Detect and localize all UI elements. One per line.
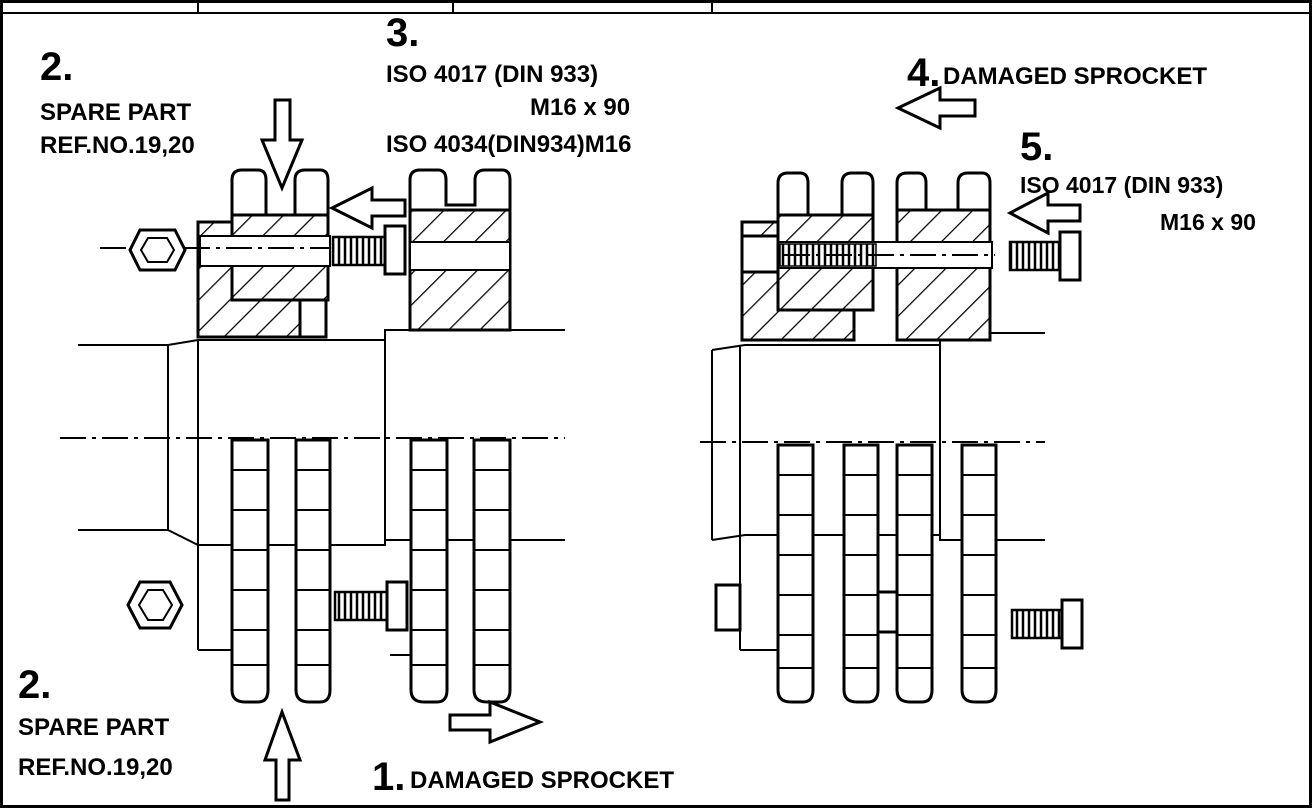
- arrow-left-icon: [328, 185, 407, 231]
- label-left-bottom-line2: REF.NO.19,20: [18, 754, 173, 781]
- label-bolt-line1: ISO 4017 (DIN 933): [386, 61, 598, 88]
- arrow-right-icon: [448, 699, 545, 745]
- arrow-down-icon: [259, 98, 305, 192]
- label-left-top-number: 2.: [40, 45, 73, 89]
- label-left-bottom-number: 2.: [18, 663, 51, 707]
- label-damaged-left-text: DAMAGED SPROCKET: [410, 767, 674, 794]
- label-bolt-line3: ISO 4034(DIN934)M16: [386, 131, 631, 158]
- label-right-bolt-number: 5.: [1020, 125, 1053, 169]
- left-assembly: [60, 98, 565, 802]
- arrow-left-icon: [1006, 190, 1082, 236]
- label-damaged-left-number: 1.: [372, 755, 405, 799]
- label-bolt-line2: M16 x 90: [530, 94, 630, 121]
- arrow-up-icon: [262, 707, 303, 802]
- label-damaged-right: 4. DAMAGED SPROCKET: [907, 51, 1207, 95]
- label-left-top-line2: REF.NO.19,20: [40, 132, 195, 159]
- label-bolt-number: 3.: [386, 11, 419, 55]
- label-damaged-right-text: DAMAGED SPROCKET: [943, 63, 1207, 90]
- label-damaged-right-number: 4.: [907, 51, 940, 95]
- label-right-bolt-line1: ISO 4017 (DIN 933): [1020, 172, 1223, 198]
- label-right-bolt-line2: M16 x 90: [1160, 209, 1256, 235]
- right-assembly: [700, 85, 1084, 704]
- label-left-top-line1: SPARE PART: [40, 99, 191, 126]
- label-left-bottom-line1: SPARE PART: [18, 714, 169, 741]
- label-damaged-left: 1. DAMAGED SPROCKET: [372, 755, 674, 799]
- arrow-left-icon: [894, 85, 977, 131]
